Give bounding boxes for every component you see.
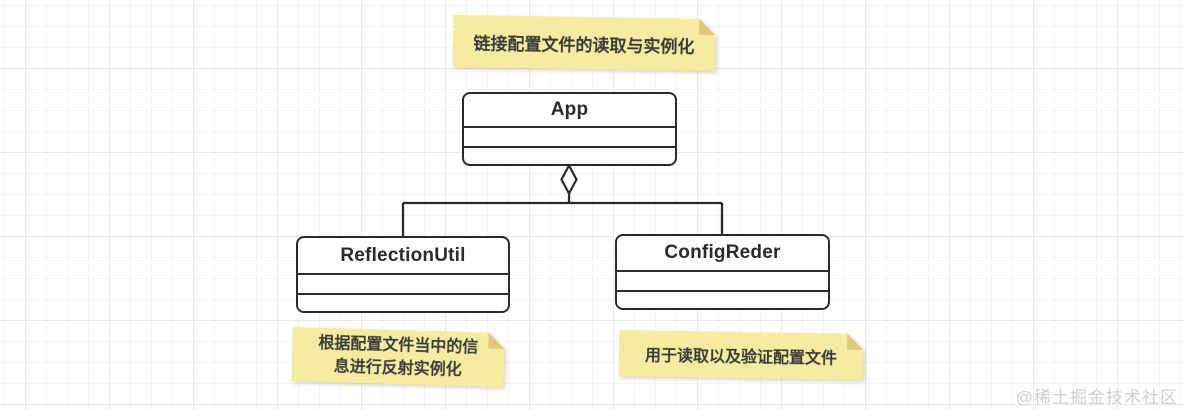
class-name-config-reder: ConfigReder bbox=[664, 242, 781, 263]
diagram-title-text: 链接配置文件的读取与实例化 bbox=[473, 33, 695, 57]
class-attributes-compartment bbox=[464, 126, 675, 146]
sticky-note-config-reder: 用于读取以及验证配置文件 bbox=[619, 330, 864, 380]
class-box-app: App bbox=[462, 92, 677, 166]
config-reder-note-text: 用于读取以及验证配置文件 bbox=[644, 347, 838, 368]
class-methods-compartment bbox=[464, 146, 675, 164]
sticky-note-reflection-util-body: 根据配置文件当中的信 息进行反射实例化 bbox=[291, 327, 504, 387]
class-box-config-reder: ConfigReder bbox=[615, 234, 830, 310]
note-fold-corner-icon bbox=[488, 333, 504, 349]
aggregation-diamond-icon bbox=[560, 163, 578, 196]
class-name-app: App bbox=[550, 99, 589, 120]
class-attributes-compartment bbox=[617, 270, 828, 290]
sticky-note-config-reder-body: 用于读取以及验证配置文件 bbox=[619, 330, 864, 380]
note-fold-corner-icon bbox=[847, 334, 863, 350]
reflection-util-note-line2: 息进行反射实例化 bbox=[333, 358, 462, 379]
sticky-note-reflection-util: 根据配置文件当中的信 息进行反射实例化 bbox=[291, 327, 504, 387]
aggregation-connector-lines bbox=[401, 193, 724, 237]
class-name-reflection-util: ReflectionUtil bbox=[340, 244, 466, 266]
sticky-note-title-body: 链接配置文件的读取与实例化 bbox=[453, 15, 716, 71]
class-box-reflection-util: ReflectionUtil bbox=[296, 236, 510, 313]
watermark-text: @稀土掘金技术社区 bbox=[1015, 388, 1178, 407]
class-attributes-compartment bbox=[298, 273, 508, 293]
class-methods-compartment bbox=[617, 290, 828, 308]
class-methods-compartment bbox=[298, 293, 508, 311]
sticky-note-title: 链接配置文件的读取与实例化 bbox=[453, 15, 716, 71]
note-fold-corner-icon bbox=[699, 19, 715, 35]
